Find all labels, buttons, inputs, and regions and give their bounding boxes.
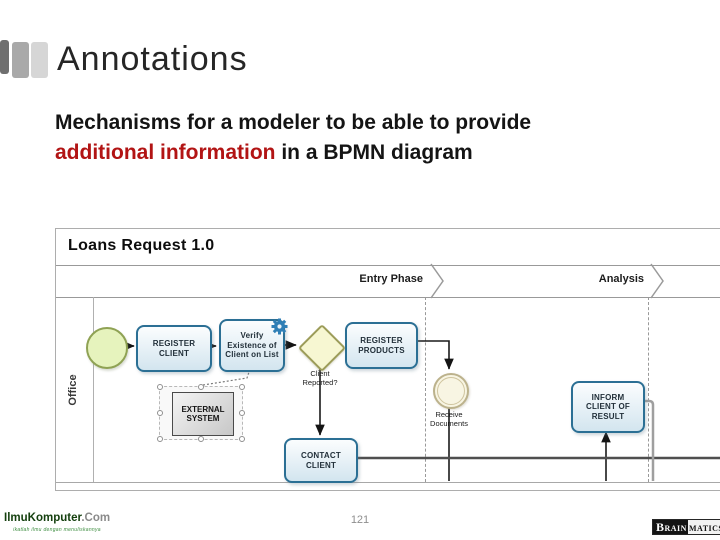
annotation-label: EXTERNAL bbox=[181, 404, 225, 414]
decoration-square-medium bbox=[12, 42, 29, 78]
subtitle: Mechanisms for a modeler to be able to p… bbox=[55, 108, 655, 168]
annotation-label: SYSTEM bbox=[186, 414, 220, 423]
logo-text-suffix: .Com bbox=[81, 512, 111, 524]
gateway-label-line: Reported? bbox=[302, 378, 338, 387]
chevron-right-icon bbox=[430, 263, 444, 299]
phase-label-entry: Entry Phase bbox=[359, 273, 423, 285]
task-label: CLIENT bbox=[158, 348, 190, 358]
phase-label-analysis: Analysis bbox=[598, 273, 644, 285]
page-title: Annotations bbox=[57, 40, 248, 78]
selection-handle bbox=[239, 410, 245, 416]
task-label: CONTACT bbox=[301, 451, 341, 460]
task-label: REGISTER bbox=[152, 339, 196, 348]
diagram-title-bar: Loans Request 1.0 bbox=[56, 229, 720, 266]
task-verify-existence: Verify Existence of Client on List bbox=[219, 318, 288, 372]
brainmatics-logo: Brain matics bbox=[652, 519, 720, 535]
bpmn-diagram-panel: Loans Request 1.0 Entry Phase Analysis O… bbox=[55, 228, 720, 491]
subtitle-line1: Mechanisms for a modeler to be able to p… bbox=[55, 111, 532, 134]
task-label: REGISTER bbox=[360, 336, 403, 345]
logo-text-matics: matics bbox=[687, 520, 720, 534]
intermediate-event-inner-ring bbox=[437, 377, 465, 405]
phase-header-band: Entry Phase Analysis bbox=[56, 263, 720, 299]
task-label: CLIENT bbox=[305, 460, 337, 470]
task-label: CLIENT OF bbox=[585, 402, 631, 412]
diagram-title: Loans Request 1.0 bbox=[68, 237, 215, 254]
intermediate-event-receive bbox=[433, 373, 469, 409]
gateway-question-label: Client Reported? bbox=[292, 369, 348, 387]
selection-handle bbox=[157, 436, 163, 442]
task-label: RESULT bbox=[591, 411, 625, 421]
subtitle-line2-rest: in a BPMN diagram bbox=[275, 141, 473, 164]
event-label-line: Documents bbox=[430, 419, 468, 428]
subtitle-highlight: additional information bbox=[55, 141, 276, 164]
selection-handle bbox=[239, 384, 245, 390]
task-contact-client: CONTACT CLIENT bbox=[284, 438, 358, 483]
selection-handle bbox=[157, 410, 163, 416]
text-annotation-external-system: EXTERNAL SYSTEM bbox=[157, 384, 245, 442]
chevron-right-icon bbox=[650, 263, 664, 299]
task-register-client: REGISTER CLIENT bbox=[136, 325, 212, 372]
task-register-products: REGISTER PRODUCTS bbox=[345, 322, 418, 369]
pool-bottom-border bbox=[56, 482, 720, 483]
phase-separator-line bbox=[648, 297, 649, 482]
selection-handle bbox=[157, 384, 163, 390]
decoration-square-light bbox=[31, 42, 48, 78]
receive-documents-label: Receive Documents bbox=[417, 410, 481, 428]
selection-handle bbox=[198, 384, 204, 390]
logo-text-brain: Brain bbox=[653, 520, 688, 534]
decoration-square-dark bbox=[0, 40, 9, 74]
task-label: Existence of bbox=[227, 340, 277, 350]
selection-handle bbox=[198, 436, 204, 442]
phase-separator-line bbox=[425, 297, 426, 482]
event-label-line: Receive bbox=[435, 410, 463, 419]
task-inform-client: INFORM CLIENT OF RESULT bbox=[571, 381, 645, 433]
logo-text-main: IlmuKomputer bbox=[4, 512, 82, 524]
task-label: Verify bbox=[240, 331, 264, 341]
ilmukomputer-logo: IlmuKomputer.Com ikatlah ilmu dengan men… bbox=[4, 511, 110, 536]
gateway-label-line: Client bbox=[310, 369, 330, 378]
start-event bbox=[86, 327, 128, 369]
page-number: 121 bbox=[350, 514, 370, 526]
logo-tagline: ikatlah ilmu dengan menuliskannya bbox=[13, 527, 101, 533]
gear-icon bbox=[271, 318, 288, 335]
selection-handle bbox=[239, 436, 245, 442]
task-label: Client on List bbox=[225, 350, 279, 360]
annotation-box: EXTERNAL SYSTEM bbox=[172, 392, 234, 436]
task-label: PRODUCTS bbox=[358, 345, 405, 355]
task-label: INFORM bbox=[591, 392, 625, 402]
lane-divider bbox=[93, 297, 94, 482]
